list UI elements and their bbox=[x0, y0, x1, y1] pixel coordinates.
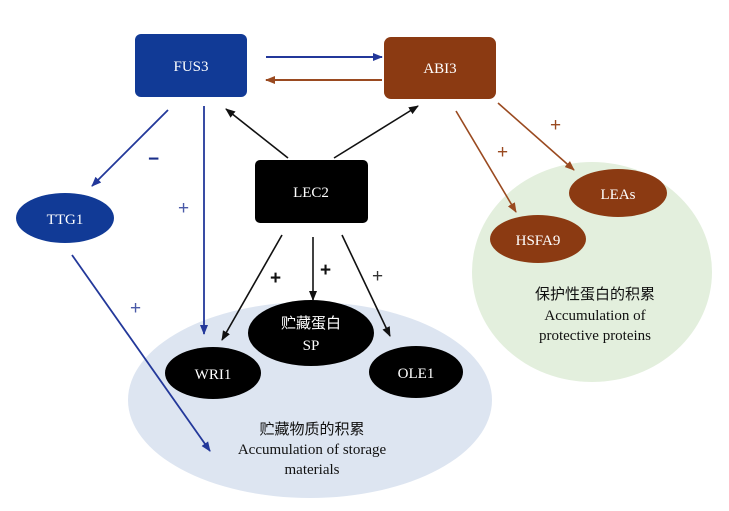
node-lec2: LEC2 bbox=[255, 160, 368, 223]
arrow-ttg1-to-storage bbox=[71, 254, 211, 452]
node-leas: LEAs bbox=[569, 169, 667, 217]
sign-abi3-hsfa9: + bbox=[497, 142, 508, 163]
node-hsfa9: HSFA9 bbox=[490, 215, 586, 263]
arrow-abi3-to-leas bbox=[497, 102, 575, 171]
node-ttg1-label: TTG1 bbox=[47, 212, 84, 228]
node-sp-label: SP bbox=[303, 338, 320, 354]
node-abi3-label: ABI3 bbox=[423, 61, 456, 77]
node-wri1: WRI1 bbox=[165, 347, 261, 399]
arrow-fus3-to-ttg1 bbox=[91, 109, 169, 187]
protective-label-zh: 保护性蛋白的积累 bbox=[535, 286, 655, 303]
storage-label-zh: 贮藏物质的积累 bbox=[259, 421, 364, 438]
sign-lec2-ole1: + bbox=[372, 266, 383, 287]
storage-label-en-1: Accumulation of storage bbox=[238, 442, 387, 458]
node-lec2-label: LEC2 bbox=[293, 185, 329, 201]
node-ttg1: TTG1 bbox=[16, 193, 114, 243]
arrow-lec2-to-wri1 bbox=[221, 234, 283, 341]
arrow-abi3-to-hsfa9 bbox=[455, 110, 517, 213]
node-fus3-label: FUS3 bbox=[173, 59, 208, 75]
protective-label-en-2: protective proteins bbox=[539, 328, 651, 344]
node-sp-label-zh: 贮藏蛋白 bbox=[281, 315, 341, 332]
sign-abi3-leas: + bbox=[550, 115, 561, 136]
sign-fus3-ttg1: − bbox=[148, 149, 159, 170]
node-hsfa9-label: HSFA9 bbox=[516, 233, 561, 249]
node-ole1: OLE1 bbox=[369, 346, 463, 398]
node-wri1-label: WRI1 bbox=[195, 367, 232, 383]
sign-lec2-sp: + bbox=[320, 260, 331, 281]
node-leas-label: LEAs bbox=[601, 187, 636, 203]
arrow-lec2-to-abi3 bbox=[333, 105, 419, 159]
protective-label-en-1: Accumulation of bbox=[544, 308, 645, 324]
sign-ttg1-storage: + bbox=[130, 298, 141, 319]
sign-fus3-wri1: + bbox=[178, 198, 189, 219]
storage-label-en-2: materials bbox=[285, 462, 340, 478]
node-ole1-label: OLE1 bbox=[398, 366, 435, 382]
node-fus3: FUS3 bbox=[135, 34, 247, 97]
node-sp: 贮藏蛋白 SP bbox=[248, 300, 374, 366]
node-abi3: ABI3 bbox=[384, 37, 496, 99]
arrow-lec2-to-fus3 bbox=[225, 108, 289, 159]
sign-lec2-wri1: + bbox=[270, 268, 281, 289]
arrow-lec2-to-ole1 bbox=[341, 234, 391, 337]
